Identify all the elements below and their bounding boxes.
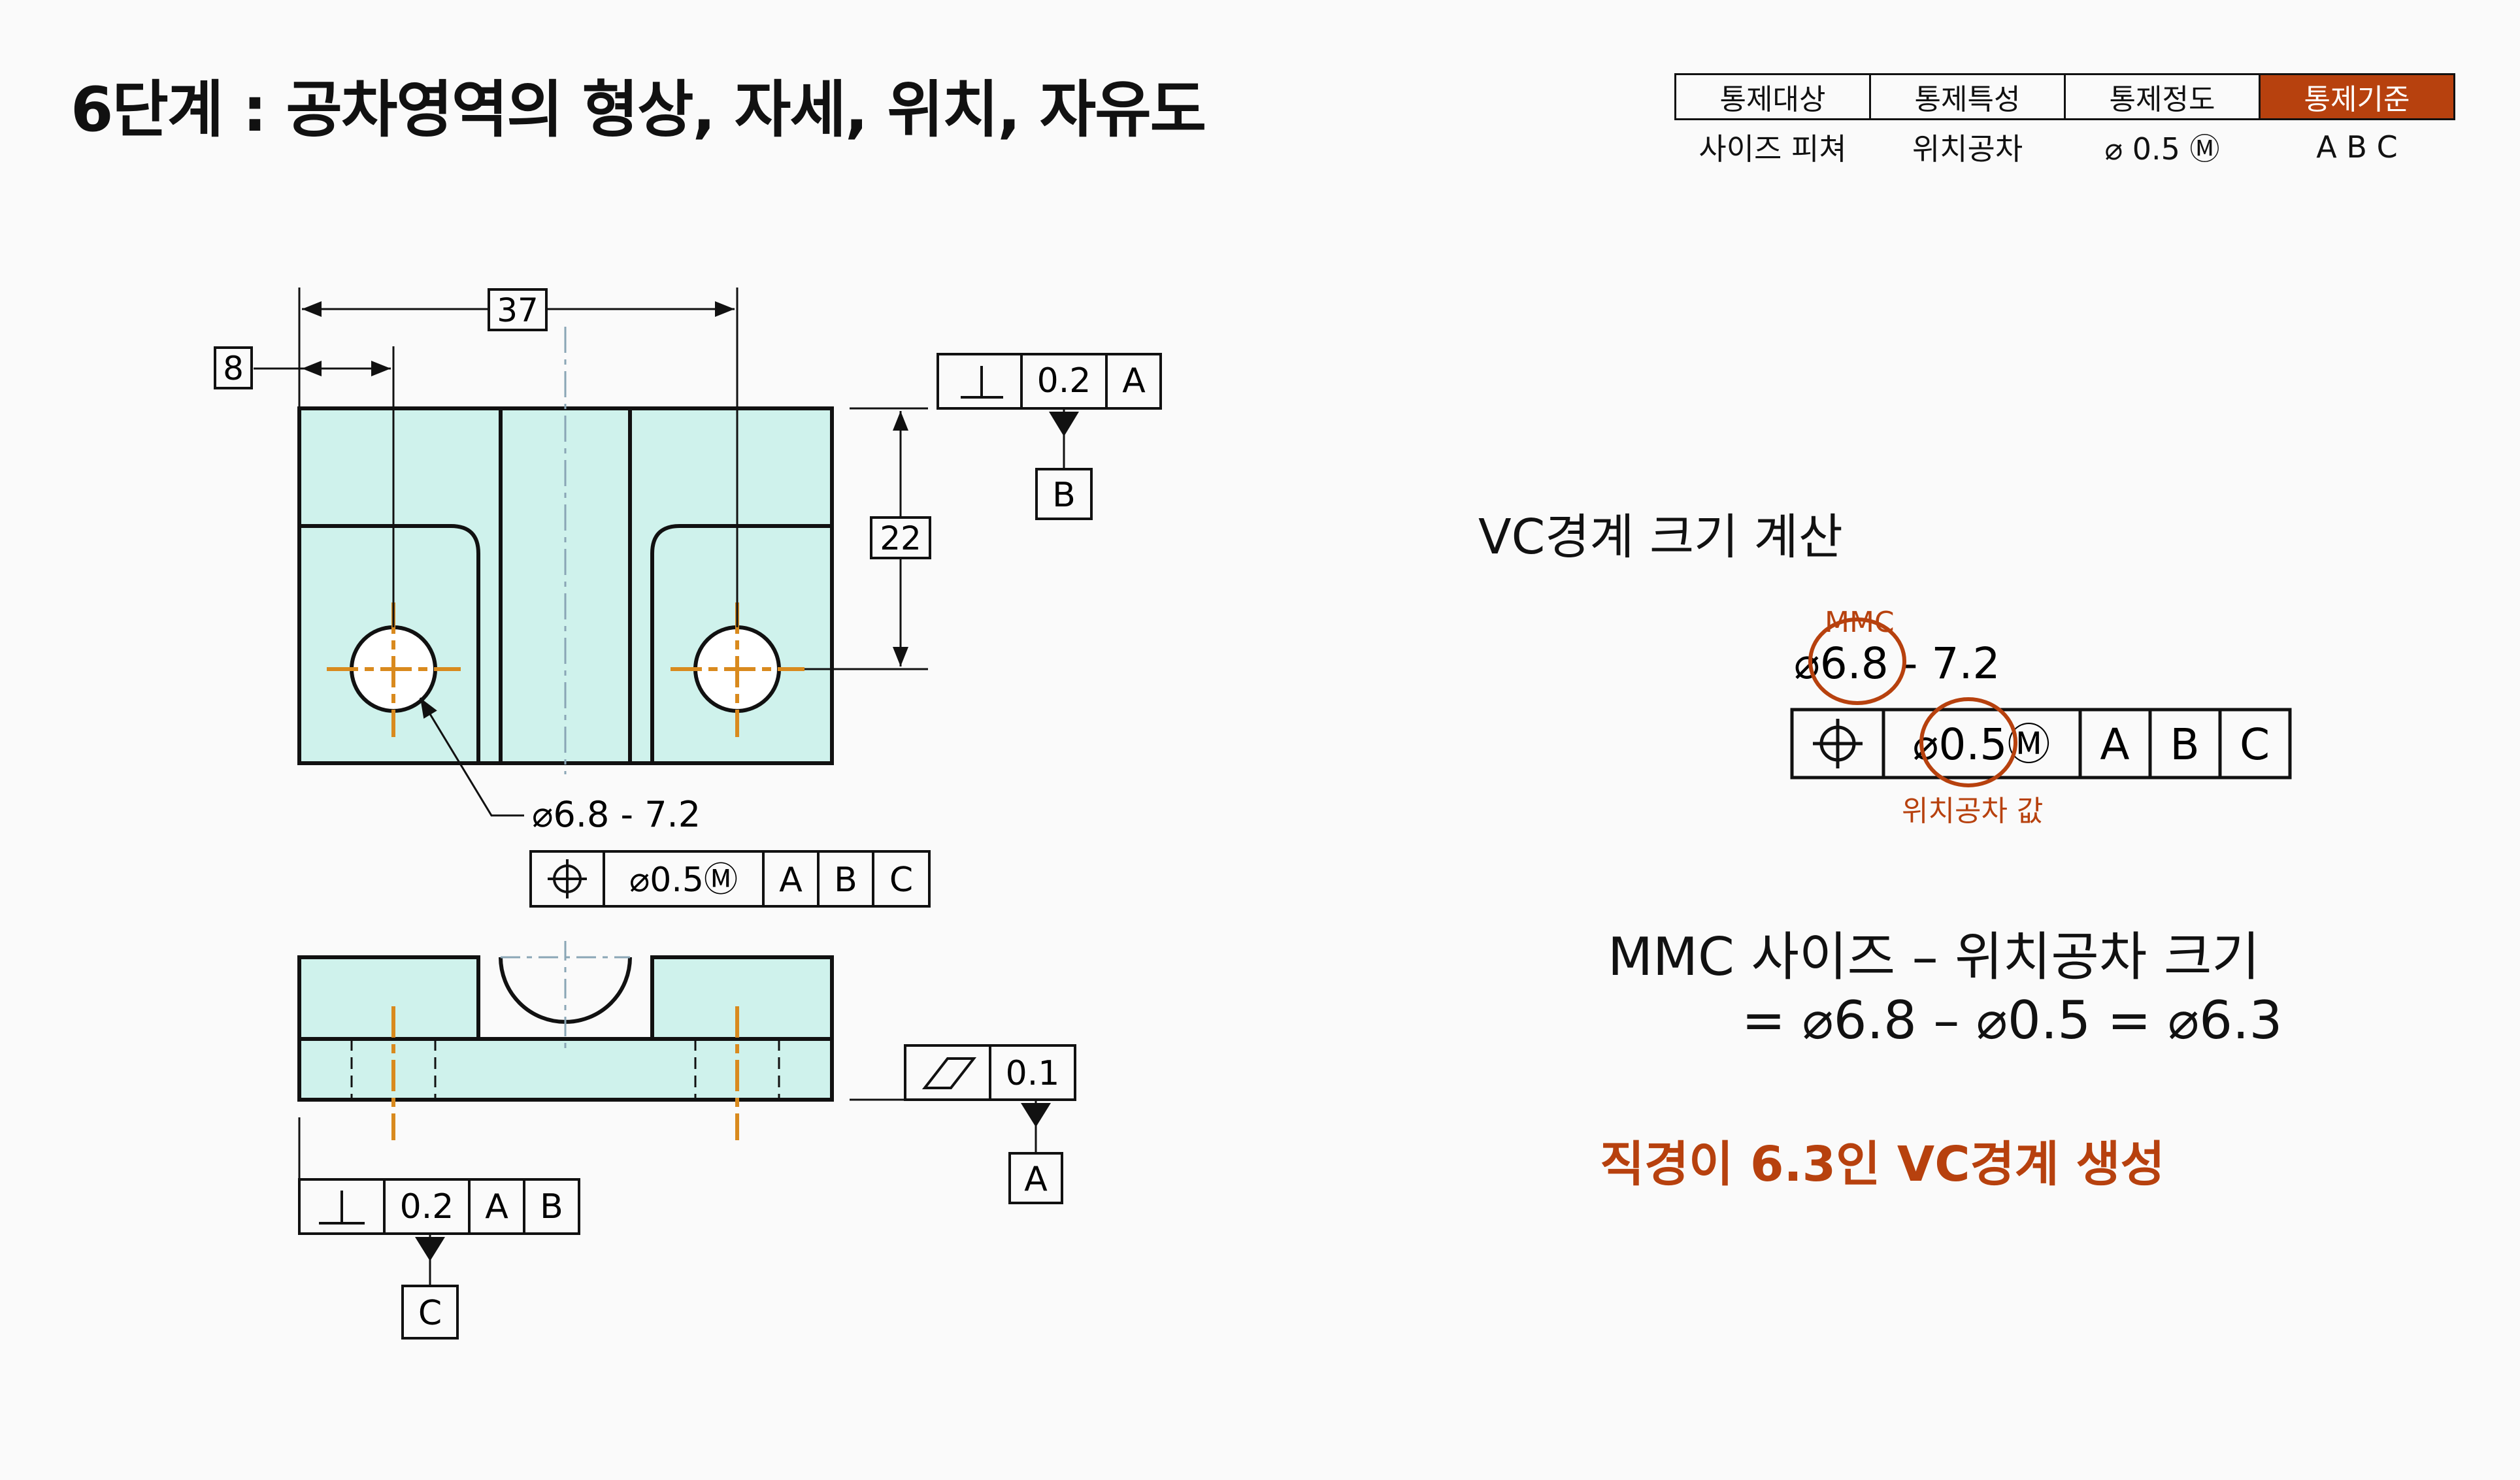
- datum-c-label: C: [418, 1294, 442, 1333]
- position-fcf-datum-c: C: [889, 861, 913, 900]
- value-control-degree: ⌀ 0.5 Ⓜ: [2104, 131, 2220, 167]
- tolerance-highlight-circle: [1919, 697, 2017, 787]
- header-control-target: 통제대상: [1674, 73, 1871, 120]
- dimension-22: 22: [804, 407, 931, 670]
- header-control-datum: 통제기준: [2259, 73, 2455, 120]
- vc-size-text: ⌀6.8 - 7.2: [1794, 638, 2000, 689]
- hole-size-label: ⌀6.8 - 7.2: [532, 794, 701, 835]
- flatness-icon: [921, 1057, 977, 1089]
- vc-result-statement: 직경이 6.3인 VC경계 생성: [1600, 1136, 2165, 1192]
- position-fcf-tolerance: ⌀0.5Ⓜ: [629, 861, 738, 900]
- vc-fcf-datum-b: B: [2170, 719, 2199, 770]
- bottom-fcf-tolerance: 0.2: [400, 1187, 454, 1226]
- top-view: [297, 327, 834, 774]
- value-control-characteristic: 위치공차: [1912, 131, 2023, 167]
- top-fcf-datum: A: [1122, 361, 1146, 401]
- bottom-fcf-datum-a: A: [485, 1187, 508, 1226]
- dim-37-label: 37: [497, 291, 539, 329]
- top-fcf-tolerance: 0.2: [1037, 361, 1091, 401]
- control-table: 통제대상 통제특성 통제정도 통제기준 사이즈 피쳐 위치공차 ⌀ 0.5 Ⓜ …: [1674, 73, 2455, 174]
- position-icon: [1813, 719, 1863, 768]
- mmc-label: MMC: [1825, 606, 1895, 639]
- header-control-degree: 통제정도: [2064, 73, 2261, 120]
- dimension-37: 37: [298, 288, 738, 627]
- datum-b-symbol: B: [1035, 408, 1093, 520]
- position-fcf-datum-b: B: [834, 861, 857, 900]
- flatness-fcf: 0.1: [850, 1044, 1076, 1101]
- dim-22-label: 22: [880, 519, 921, 557]
- calc-result-formula: = ⌀6.8 – ⌀0.5 = ⌀6.3: [1742, 990, 2283, 1051]
- vc-fcf-datum-a: A: [2100, 719, 2129, 770]
- hole-right: [671, 602, 804, 737]
- position-icon: [548, 859, 587, 898]
- value-control-datum: A B C: [2316, 129, 2398, 165]
- bottom-perpendicularity-fcf: 0.2 A B: [298, 1117, 580, 1235]
- tolerance-value-label: 위치공차 값: [1902, 795, 2044, 828]
- vc-heading: VC경계 크기 계산: [1478, 509, 1843, 565]
- dimension-8: 8: [214, 346, 391, 389]
- datum-c-symbol: C: [401, 1234, 459, 1340]
- vc-fcf-tolerance: ⌀0.5Ⓜ: [1913, 719, 2051, 770]
- header-control-characteristic: 통제특성: [1869, 73, 2066, 120]
- datum-a-label: A: [1024, 1160, 1048, 1199]
- bottom-fcf-datum-b: B: [540, 1187, 563, 1226]
- flatness-tolerance: 0.1: [1006, 1054, 1060, 1093]
- perpendicularity-icon: [961, 366, 1003, 399]
- mmc-highlight-circle: [1808, 617, 1906, 705]
- page-title: 6단계 : 공차영역의 형상, 자세, 위치, 자유도: [71, 74, 1206, 146]
- front-view: [297, 941, 834, 1140]
- datum-a-symbol: A: [1008, 1100, 1063, 1204]
- vc-fcf: ⌀6.8 - 7.2 ⌀0.5Ⓜ A B C: [1790, 617, 2292, 787]
- hole-left: [327, 602, 461, 737]
- vc-fcf-datum-c: C: [2240, 719, 2270, 770]
- value-control-target: 사이즈 피쳐: [1699, 131, 1847, 167]
- top-perpendicularity-fcf: 0.2 A: [937, 353, 1162, 410]
- hole-callout: ⌀6.8 - 7.2: [419, 697, 701, 835]
- position-fcf-datum-a: A: [779, 861, 803, 900]
- calc-formula: MMC 사이즈 – 위치공차 크기: [1608, 927, 2261, 987]
- datum-b-label: B: [1052, 476, 1076, 515]
- dim-8-label: 8: [223, 350, 244, 387]
- position-fcf: ⌀0.5Ⓜ A B C: [529, 850, 931, 908]
- perpendicularity-icon: [319, 1191, 365, 1225]
